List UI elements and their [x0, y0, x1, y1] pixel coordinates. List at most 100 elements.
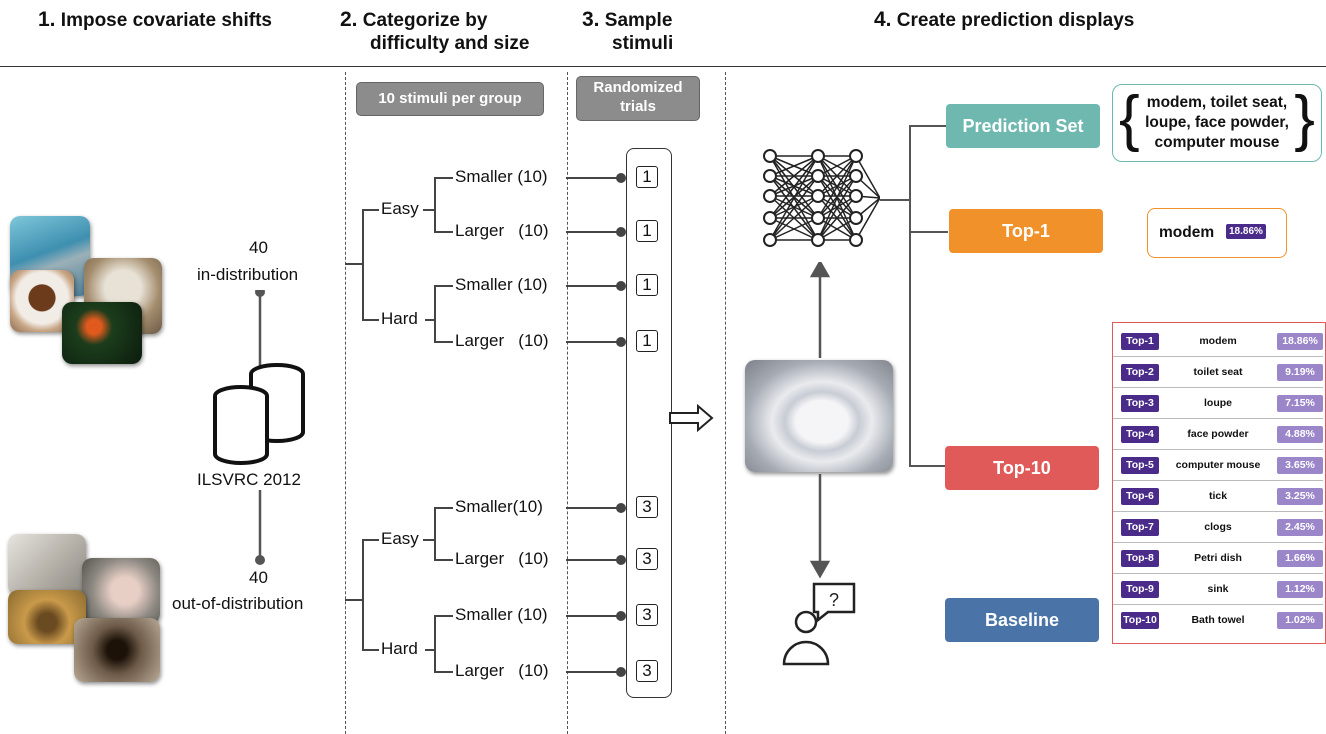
class-name: tick: [1208, 490, 1228, 502]
row-separator: [1113, 480, 1323, 481]
trial-number: 3: [636, 496, 658, 518]
step-number: 3.: [582, 8, 600, 31]
class-name: clogs: [1204, 521, 1232, 533]
nn-node: [849, 149, 863, 163]
stimuli-per-group-pill: 10 stimuli per group: [356, 82, 544, 116]
size-larger: Larger (10): [455, 661, 549, 680]
step-4-header: 4. Create prediction displays: [874, 8, 1134, 32]
distorted-image-1: [8, 534, 86, 596]
size-smaller: Smaller (10): [455, 275, 548, 294]
database-icon: [213, 290, 305, 465]
difficulty-easy: Easy: [381, 529, 419, 548]
baseline-button: Baseline: [945, 598, 1099, 642]
database-stack: [213, 363, 305, 465]
row-separator: [1113, 604, 1323, 605]
trial-number: 1: [636, 166, 658, 188]
probability-badge: 18.86%: [1277, 333, 1323, 350]
nn-node: [849, 211, 863, 225]
rank-badge: Top-5: [1121, 457, 1159, 474]
out-of-distribution-label: out-of-distribution: [172, 594, 304, 613]
nn-node: [763, 233, 777, 247]
size-larger: Larger (10): [455, 221, 549, 240]
class-name: Bath towel: [1191, 614, 1245, 626]
pill-line2: trials: [620, 98, 656, 115]
nn-node: [811, 233, 825, 247]
header-divider: [0, 66, 1326, 67]
koi-fish-image: [62, 302, 142, 364]
dataset-name: ILSVRC 2012: [197, 470, 301, 489]
nn-node: [763, 211, 777, 225]
nn-node: [849, 233, 863, 247]
step-title-line1: Sample: [604, 10, 673, 31]
nn-node: [849, 169, 863, 183]
trial-number: 1: [636, 220, 658, 242]
trial-number: 3: [636, 548, 658, 570]
out-of-distribution-count: 40: [249, 568, 268, 587]
probability-badge: 7.15%: [1277, 395, 1323, 412]
step-title: Impose covariate shifts: [60, 10, 272, 31]
probability-badge: 9.19%: [1277, 364, 1323, 381]
step-3-header: 3. Sample stimuli: [582, 8, 673, 55]
probability-badge: 2.45%: [1277, 519, 1323, 536]
step-2-header: 2. Categorize by difficulty and size: [340, 8, 529, 55]
row-separator: [1113, 356, 1323, 357]
top-10-button: Top-10: [945, 446, 1099, 490]
column-divider: [567, 72, 568, 734]
rank-badge: Top-9: [1121, 581, 1159, 598]
rank-badge: Top-2: [1121, 364, 1159, 381]
top-1-display: modem 18.86%: [1147, 208, 1287, 258]
nn-node: [811, 169, 825, 183]
size-larger: Larger (10): [455, 331, 549, 350]
nn-node: [811, 149, 825, 163]
rank-badge: Top-4: [1121, 426, 1159, 443]
class-name: toilet seat: [1193, 366, 1243, 378]
nn-node: [763, 149, 777, 163]
items-line1: modem, toilet seat,: [1146, 94, 1288, 111]
step-title: Create prediction displays: [896, 10, 1135, 31]
row-separator: [1113, 387, 1323, 388]
items-line2: loupe, face powder,: [1145, 114, 1289, 131]
prediction-set-display: { } modem, toilet seat, loupe, face powd…: [1112, 84, 1322, 162]
randomized-trials-pill: Randomized trials: [576, 76, 700, 121]
top-10-row: Top-8 Petri dish 1.66%: [1121, 548, 1323, 570]
probability-badge: 1.66%: [1277, 550, 1323, 567]
hollow-arrow-icon: [669, 404, 714, 432]
category-tree: [345, 173, 626, 677]
row-separator: [1113, 542, 1323, 543]
connector-dot: [255, 290, 265, 297]
rank-badge: Top-3: [1121, 395, 1159, 412]
step-number: 4.: [874, 8, 892, 31]
right-brace: }: [1294, 84, 1315, 153]
trial-number: 1: [636, 274, 658, 296]
difficulty-hard: Hard: [381, 309, 418, 328]
items-line3: computer mouse: [1154, 134, 1280, 151]
nn-node: [811, 211, 825, 225]
step-title-line2: stimuli: [612, 33, 674, 54]
distorted-image-2: [82, 558, 160, 624]
column-divider: [725, 72, 726, 734]
top-1-class: modem: [1159, 224, 1215, 241]
rank-badge: Top-8: [1121, 550, 1159, 567]
top-1-button: Top-1: [949, 209, 1103, 253]
in-distribution-count: 40: [249, 238, 268, 257]
nn-node: [849, 189, 863, 203]
row-separator: [1113, 418, 1323, 419]
step-title-line1: Categorize by: [362, 10, 488, 31]
top-1-pct: 18.86%: [1226, 224, 1266, 239]
ood-connector: [255, 490, 265, 565]
probability-badge: 3.25%: [1277, 488, 1323, 505]
class-name: Petri dish: [1194, 552, 1242, 564]
distorted-image-3: [8, 590, 86, 644]
trial-number: 3: [636, 660, 658, 682]
size-smaller: Smaller (10): [455, 605, 548, 624]
human-question-icon: ?: [782, 582, 856, 666]
flow-arrows: [809, 262, 831, 579]
nn-node: [811, 189, 825, 203]
